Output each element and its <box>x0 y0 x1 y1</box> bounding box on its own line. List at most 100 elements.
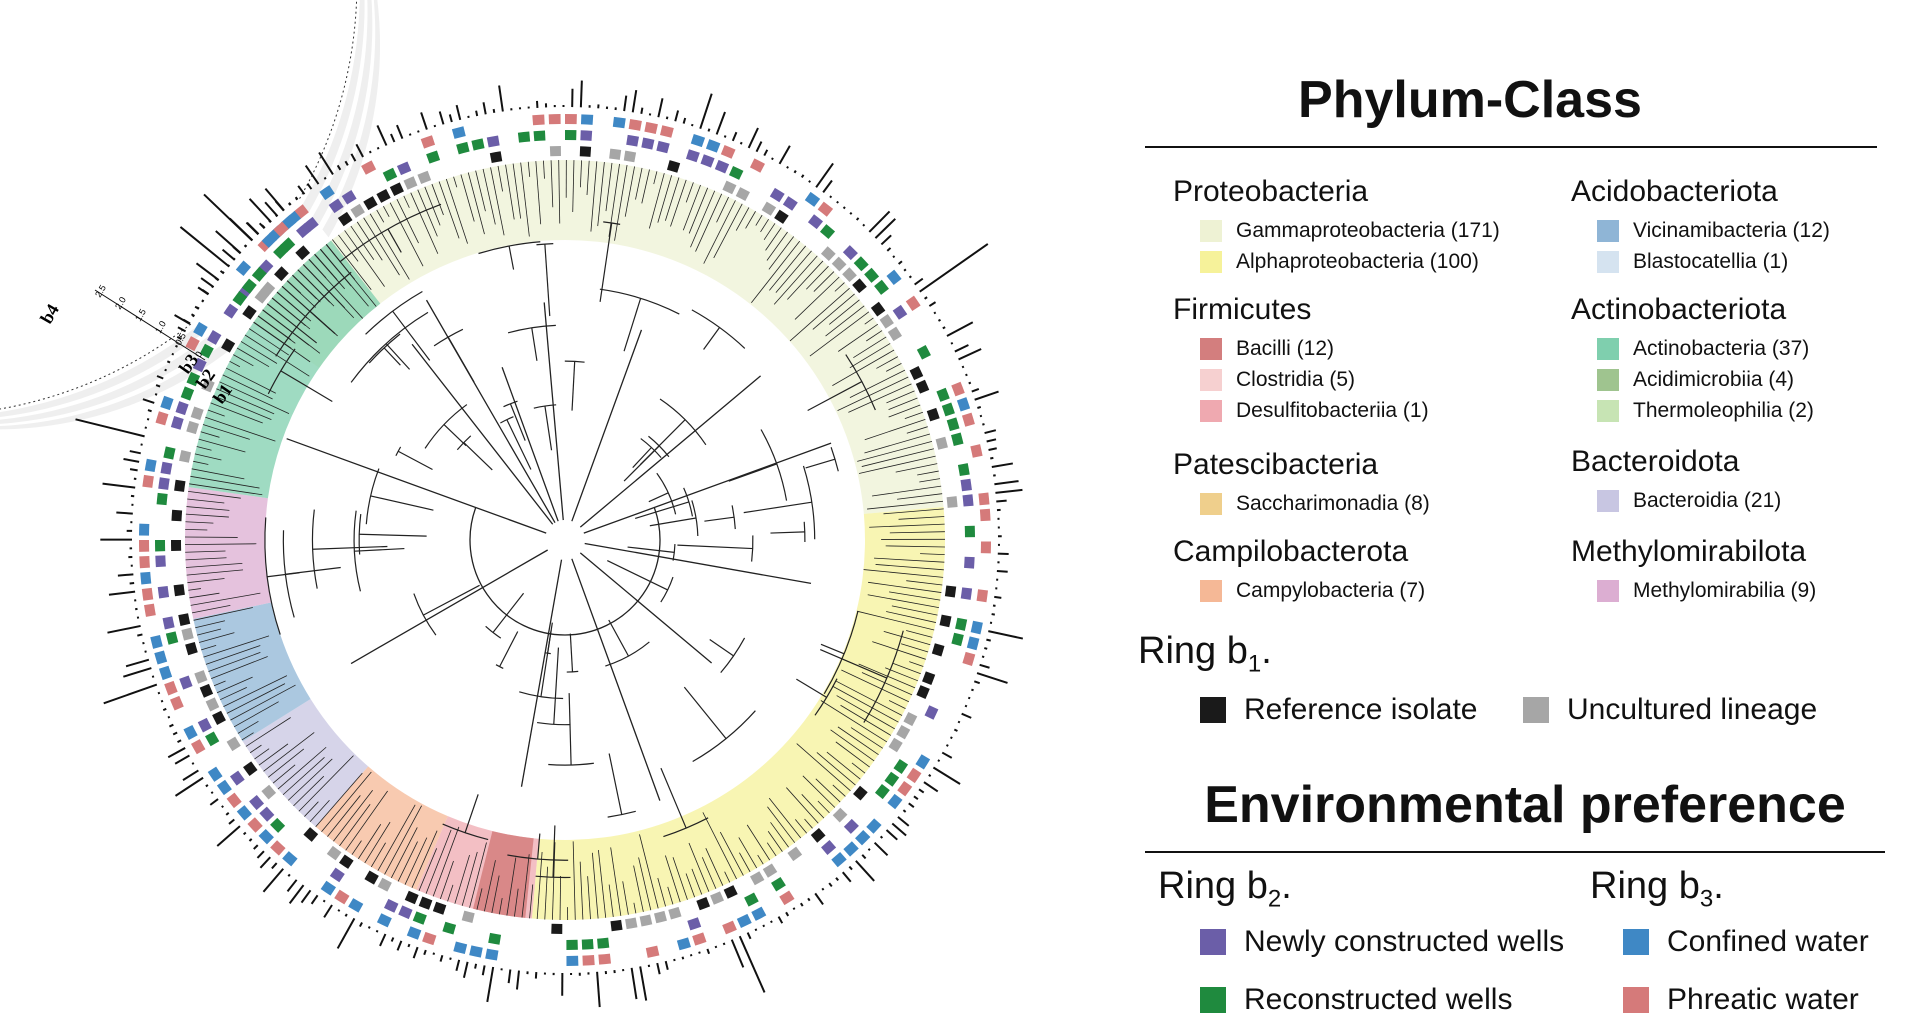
tip-branch <box>191 604 231 614</box>
ring-marker <box>170 416 184 430</box>
ring-marker <box>363 196 378 211</box>
abundance-bar <box>738 935 766 993</box>
ring-marker <box>329 867 345 883</box>
abundance-bar <box>996 499 1007 503</box>
abundance-bar <box>160 699 164 703</box>
tip-branch <box>262 309 310 346</box>
abundance-bar <box>248 198 272 223</box>
tip-branch <box>520 162 530 237</box>
ring-marker <box>641 137 655 150</box>
tip-branch <box>816 752 856 786</box>
tip-branch <box>888 404 921 418</box>
root-branch <box>571 329 643 522</box>
tip-branch <box>897 493 943 500</box>
tip-branch <box>861 448 934 467</box>
ring-marker <box>532 114 545 126</box>
tip-branch <box>344 230 385 287</box>
tip-branch <box>815 778 841 803</box>
tip-branch <box>527 161 531 177</box>
class-legend-item: Thermoleophilia (2) <box>1597 399 1814 423</box>
tip-branch <box>580 160 582 188</box>
swatch <box>1597 220 1619 242</box>
abundance-bar <box>336 164 342 171</box>
abundance-bar <box>253 844 259 850</box>
ring-marker <box>259 806 275 822</box>
ring-marker <box>451 126 466 139</box>
abundance-bar <box>337 909 341 912</box>
abundance-bar <box>359 922 363 928</box>
abundance-bar <box>596 971 601 1008</box>
tip-branch <box>802 775 836 808</box>
ring-marker <box>243 761 258 777</box>
tip-branch <box>521 854 530 918</box>
ring-marker <box>186 420 199 435</box>
ring-marker <box>180 386 195 401</box>
ring-marker <box>710 891 724 905</box>
ring-marker <box>723 885 738 899</box>
abundance-bar <box>166 360 171 364</box>
ring-marker <box>685 149 700 163</box>
abundance-bar <box>318 151 334 175</box>
tip-branch <box>653 171 658 185</box>
tip-branch <box>319 249 352 287</box>
tip-branch <box>425 829 452 894</box>
abundance-bar <box>355 143 364 158</box>
abundance-bar <box>984 429 997 435</box>
ring-marker <box>334 889 350 905</box>
tip-branch <box>889 591 941 601</box>
tip-branch <box>888 397 918 410</box>
tip-branch <box>851 762 866 774</box>
abundance-bar <box>746 932 752 940</box>
ring-marker <box>639 914 653 927</box>
ring-marker <box>886 269 902 286</box>
ring-marker <box>749 871 765 886</box>
ring-b3-title: Ring b3. <box>1590 865 1724 913</box>
phylum-label: Actinobacteriota <box>1571 293 1787 326</box>
tip-branch <box>356 221 383 261</box>
abundance-bar <box>681 956 685 960</box>
abundance-bar <box>855 860 875 882</box>
abundance-bar <box>953 728 958 732</box>
abundance-bar <box>117 573 134 577</box>
abundance-bar <box>995 488 1023 494</box>
clade-wedge <box>531 506 945 920</box>
abundance-bar <box>994 595 1002 599</box>
tip-branch <box>591 852 599 919</box>
tip-branch <box>794 276 840 320</box>
tip-branch <box>185 550 226 553</box>
tip-branch <box>208 652 261 672</box>
ring-marker <box>249 794 265 811</box>
ring-marker <box>897 780 913 797</box>
tip-branch <box>906 426 928 434</box>
tip-branch <box>411 830 438 888</box>
abundance-bar <box>807 897 811 902</box>
ring-marker <box>597 937 610 949</box>
internal-branch <box>500 416 514 424</box>
abundance-bar <box>448 114 453 123</box>
tip-branch <box>763 223 776 241</box>
root-branch <box>579 552 713 664</box>
tip-branch <box>267 748 305 778</box>
abundance-bar <box>390 133 396 143</box>
ring-b1-item-uncultured: Uncultured lineage <box>1523 693 1817 727</box>
abundance-bar <box>146 418 150 421</box>
swatch <box>1623 929 1649 955</box>
tip-branch <box>550 160 554 208</box>
ring-marker <box>295 245 311 261</box>
ring-marker <box>412 911 427 925</box>
ring-marker <box>376 913 392 928</box>
ring-marker <box>970 444 983 458</box>
internal-branch <box>648 492 669 503</box>
abundance-bar <box>771 157 774 161</box>
tip-branch <box>849 343 891 369</box>
tip-branch <box>397 841 418 882</box>
tip-branch <box>210 402 263 424</box>
tip-branch <box>198 438 246 453</box>
abundance-bar <box>300 889 312 904</box>
tip-branch <box>892 662 921 675</box>
tip-branch <box>297 269 331 303</box>
ring-marker <box>722 920 737 935</box>
scale-tick-label: 0 <box>193 350 204 359</box>
tip-branch <box>769 245 806 291</box>
